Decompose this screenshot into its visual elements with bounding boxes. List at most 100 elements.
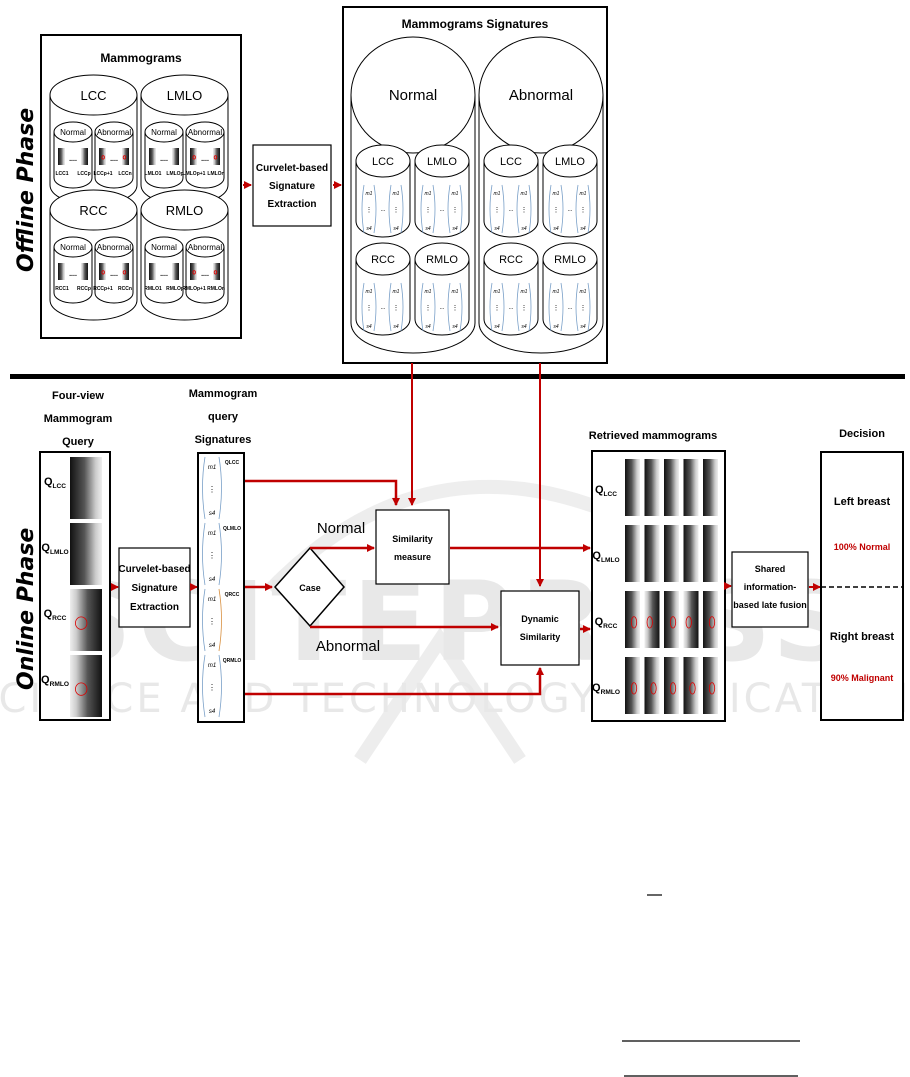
vector-last-entry: s4: [553, 226, 559, 232]
signature-cylinder-body: [483, 259, 539, 336]
signature-view-label: RMLO: [554, 254, 586, 266]
vector-last-entry: s4: [452, 324, 458, 330]
db-cylinder-rmlo-top: [140, 189, 229, 231]
db-normal-store-top: [53, 236, 93, 258]
signature-cylinder: [483, 144, 539, 238]
retrieved-mammogram-image: [644, 657, 660, 714]
signature-vector-last: m1⋮s4: [575, 282, 591, 332]
vector-between: ...: [567, 305, 572, 311]
db-abnormal-store-body: [94, 247, 134, 304]
vector-dots: ⋮: [208, 551, 216, 560]
decision-panel-border: [820, 451, 904, 721]
offline-extraction-line3: Extraction: [268, 199, 317, 210]
db-abnormal-store: [94, 121, 134, 189]
vector-first-entry: m1: [553, 289, 560, 295]
query-view-label: QRMLO: [41, 674, 69, 688]
class-label: Abnormal: [509, 87, 573, 104]
query-row-rmlo: QRMLO: [41, 655, 102, 717]
retrieved-mammogram-image: [683, 525, 699, 582]
vector-right-bracket: [373, 282, 377, 332]
vector-dots: ⋮: [452, 207, 459, 214]
retrieved-mammogram-image: [683, 459, 699, 516]
vector-last-entry: s4: [393, 324, 399, 330]
case-decision-node: Case: [273, 546, 345, 628]
dynamic-line1: Dynamic: [521, 614, 559, 624]
vector-dots: ⋮: [208, 485, 216, 494]
retrieved-mammogram-image-lesion-marker: [630, 616, 638, 629]
vector-left-bracket: [420, 184, 424, 234]
db-view-label: RCC: [79, 203, 107, 218]
decision-title: Decision: [839, 428, 885, 440]
ellipsis: ....: [110, 156, 118, 163]
db-view-label: RMLO: [166, 203, 204, 218]
mammogram-thumbnail-lesion-marker: [122, 270, 127, 275]
retrieved-mammogram-image-lesion-marker: [708, 616, 716, 629]
similarity-line2: measure: [394, 552, 431, 562]
signature-cylinder-body: [355, 161, 411, 238]
vector-dots: ⋮: [366, 207, 373, 214]
vector-dots: ⋮: [580, 305, 587, 312]
vector-left-bracket: [447, 282, 451, 332]
first-image-label: RMLO1: [144, 286, 162, 292]
vector-dots: ⋮: [208, 683, 216, 692]
vector-between: ...: [380, 305, 385, 311]
query-row-rcc: QRCC: [44, 589, 102, 651]
vector-right-bracket: [459, 184, 463, 234]
vector-right-bracket: [501, 184, 505, 234]
class-cylinder-top: [350, 36, 476, 154]
vector-last-entry: s4: [553, 324, 559, 330]
vector-first-entry: m1: [452, 289, 459, 295]
db-abnormal-label: Abnormal: [188, 128, 222, 137]
left-breast-result: 100% Normal: [834, 542, 891, 552]
db-normal-store-body: [53, 247, 93, 304]
case-diamond: [273, 546, 345, 628]
mammogram-thumbnail: [99, 148, 106, 165]
vector-right-bracket: [400, 184, 404, 234]
mammogram-thumbnail-lesion-marker: [101, 270, 105, 275]
vector-dots: ⋮: [452, 305, 459, 312]
vector-last-entry: s4: [494, 226, 500, 232]
retrieved-mammogram-image: [644, 525, 660, 582]
vector-between: ...: [508, 305, 513, 311]
query-view-label: QLCC: [44, 476, 66, 490]
right-breast-label: Right breast: [830, 631, 895, 643]
db-abnormal-store: [185, 236, 225, 304]
vector-last-entry: s4: [425, 324, 431, 330]
signature-cylinder-top: [483, 242, 539, 276]
signature-cylinder-body: [542, 259, 598, 336]
vector-between: ...: [439, 207, 444, 213]
query-mammogram-image-lesion-marker: [75, 616, 88, 630]
signature-cylinder-top: [355, 144, 411, 178]
query-mammogram-image: [70, 523, 102, 585]
signatures-title: Mammograms Signatures: [402, 17, 549, 31]
similarity-border: [375, 509, 450, 585]
vector-first-entry: m1: [366, 191, 373, 197]
query-signatures-title: Mammogram query Signatures: [189, 388, 258, 446]
ellipsis: ....: [160, 156, 168, 163]
offline-extraction-line2: Signature: [269, 181, 316, 192]
late-fusion-box: Shared information- based late fusion: [731, 551, 809, 628]
mammogram-thumbnail-lesion-marker: [192, 270, 196, 275]
last-image-label: RCCp: [77, 286, 91, 292]
signature-cylinder-top: [414, 242, 470, 276]
db-normal-store-top: [53, 121, 93, 143]
mammogram-thumbnail-lesion-marker: [122, 155, 127, 160]
vector-left-bracket: [202, 522, 206, 586]
decision-panel: Left breast 100% Normal Right breast 90%…: [820, 451, 904, 721]
vector-first-entry: m1: [208, 465, 216, 471]
last-image-label: RCCn: [118, 286, 132, 292]
mammogram-thumbnail-lesion-marker: [101, 155, 105, 160]
signature-cylinder: [355, 144, 411, 238]
last-image-label: RMLOn: [207, 286, 225, 292]
vector-dots: ⋮: [553, 305, 560, 312]
